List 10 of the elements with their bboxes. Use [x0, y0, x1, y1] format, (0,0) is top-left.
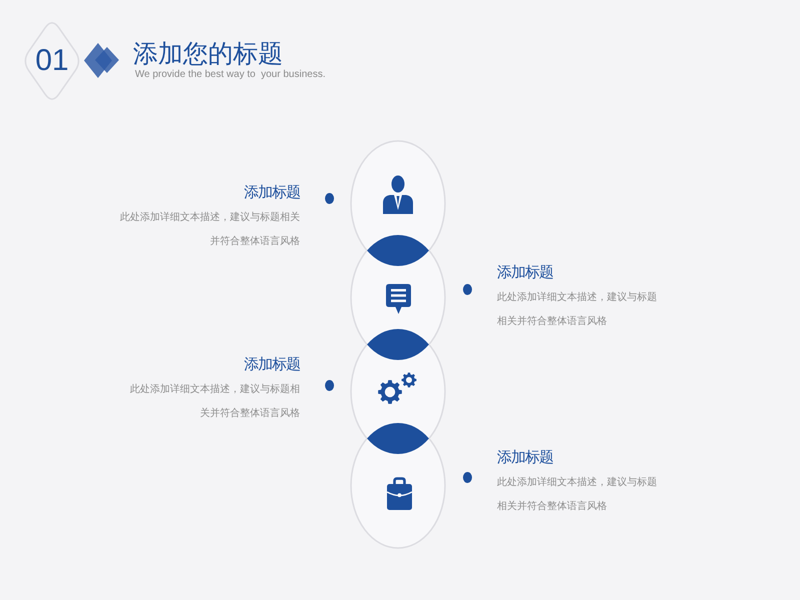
item-heading: 添加标题 [497, 262, 553, 282]
item-description: 此处添加详细文本描述，建议与标题相关并符合整体语言风格 [129, 382, 300, 421]
item-heading: 添加标题 [244, 182, 300, 202]
item-heading: 添加标题 [244, 354, 300, 374]
item-description: 此处添加详细文本描述，建议与标题相关并符合整体语言风格 [119, 210, 300, 249]
item-heading: 添加标题 [497, 447, 553, 467]
item-description: 此处添加详细文本描述，建议与标题相关并符合整体语言风格 [497, 476, 658, 514]
title: 添加您的标题 [133, 39, 283, 69]
item-description: 此处添加详细文本描述，建议与标题相关并符合整体语言风格 [497, 290, 658, 329]
subtitle: We provide the best way to your business. [135, 69, 326, 81]
